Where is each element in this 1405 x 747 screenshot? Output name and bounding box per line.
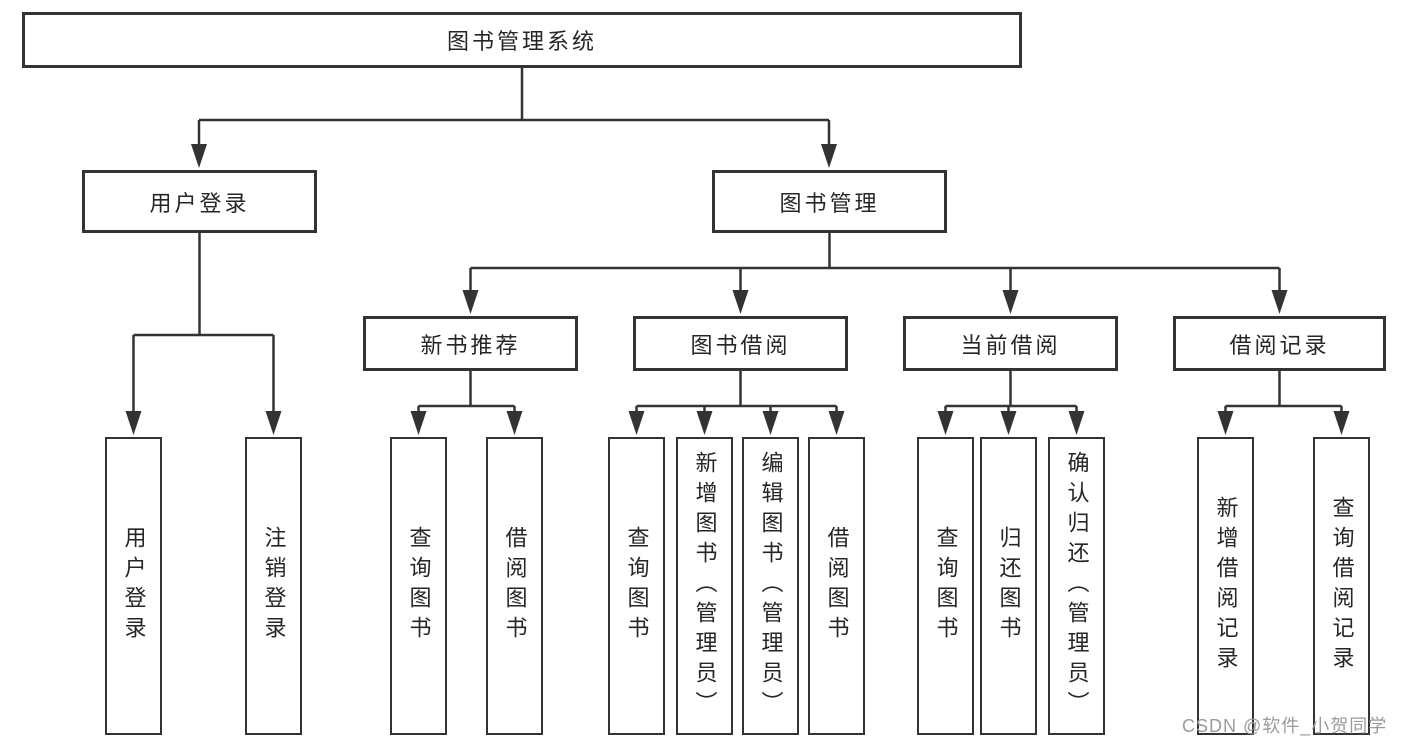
node-user-login-label: 用户登录	[149, 190, 250, 216]
leaf-user-login: 用户登录	[105, 437, 162, 735]
leaf-add-books-admin: 新增图书（管理员）	[676, 437, 733, 735]
leaf-current-query-books-label: 查询图书	[933, 526, 959, 646]
leaf-recommend-borrow-books-label: 借阅图书	[502, 526, 528, 646]
leaf-return-books-label: 归还图书	[996, 526, 1022, 646]
leaf-confirm-return-admin-label: 确认归还（管理员）	[1064, 451, 1090, 721]
node-current-borrowing: 当前借阅	[903, 316, 1118, 371]
leaf-borrowing-query-books-label: 查询图书	[624, 526, 650, 646]
node-borrowing-records-label: 借阅记录	[1229, 332, 1330, 358]
node-current-borrowing-label: 当前借阅	[960, 332, 1061, 358]
leaf-add-books-admin-label: 新增图书（管理员）	[692, 451, 718, 721]
leaf-current-query-books: 查询图书	[917, 437, 974, 735]
leaf-add-borrow-record: 新增借阅记录	[1197, 437, 1254, 735]
leaf-borrow-books: 借阅图书	[808, 437, 865, 735]
leaf-edit-books-admin-label: 编辑图书（管理员）	[758, 451, 784, 721]
node-book-management-label: 图书管理	[779, 190, 880, 216]
node-borrowing-records: 借阅记录	[1173, 316, 1386, 371]
leaf-add-borrow-record-label: 新增借阅记录	[1213, 496, 1239, 676]
node-new-book-recommendation-label: 新书推荐	[420, 332, 521, 358]
node-library-system: 图书管理系统	[22, 12, 1022, 68]
leaf-borrow-books-label: 借阅图书	[824, 526, 850, 646]
node-new-book-recommendation: 新书推荐	[363, 316, 578, 371]
leaf-edit-books-admin: 编辑图书（管理员）	[742, 437, 799, 735]
node-book-borrowing-label: 图书借阅	[690, 332, 791, 358]
node-book-borrowing: 图书借阅	[633, 316, 848, 371]
leaf-query-borrow-record: 查询借阅记录	[1313, 437, 1370, 735]
leaf-query-borrow-record-label: 查询借阅记录	[1329, 496, 1355, 676]
node-library-system-label: 图书管理系统	[446, 29, 597, 54]
leaf-borrowing-query-books: 查询图书	[608, 437, 665, 735]
leaf-return-books: 归还图书	[980, 437, 1037, 735]
leaf-confirm-return-admin: 确认归还（管理员）	[1048, 437, 1105, 735]
leaf-user-login-label: 用户登录	[121, 526, 147, 646]
leaf-logout: 注销登录	[245, 437, 302, 735]
leaf-recommend-query-books: 查询图书	[390, 437, 447, 735]
leaf-recommend-borrow-books: 借阅图书	[486, 437, 543, 735]
node-book-management: 图书管理	[712, 170, 947, 233]
leaf-recommend-query-books-label: 查询图书	[406, 526, 432, 646]
node-user-login: 用户登录	[82, 170, 317, 233]
leaf-logout-label: 注销登录	[261, 526, 287, 646]
csdn-watermark: CSDN @软件_小贺同学	[1182, 716, 1388, 736]
